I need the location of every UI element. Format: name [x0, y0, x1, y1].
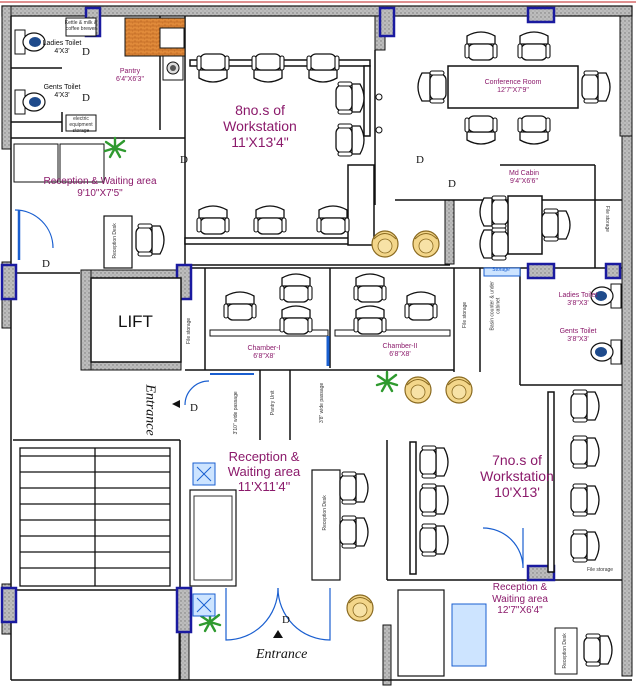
file-storage-label-4: File storage: [586, 567, 614, 573]
reception-desk-label-2: Reception Desk: [322, 495, 329, 531]
conference-room-size: 12'7"X7'9": [497, 87, 529, 95]
label-md-cabin: Md Cabin 9'4"X6'6": [496, 170, 552, 186]
label-chamber-2: Chamber-II 6'8"X8': [372, 343, 428, 359]
workstation-7-size: 10'X13': [494, 484, 540, 501]
gents-toilet-top-size: 4'X3': [54, 92, 70, 100]
ladies-toilet-top-size: 4'X3': [54, 48, 70, 56]
label-workstation-7: 7no.s of Workstation 10'X13': [462, 452, 572, 500]
pantry-unit-label: Pantry Unit: [270, 390, 277, 416]
ladies-toilet-top-name: Ladies Toilet: [42, 40, 82, 47]
label-reception-mid: Reception & Waiting area 11'X11'4": [214, 449, 314, 495]
label-gents-toilet-top: Gents Toilet 4'X3': [42, 84, 82, 100]
chamber-1-name: Chamber-I: [247, 345, 281, 352]
reception-mid-name: Reception & Waiting area: [227, 449, 301, 479]
reception-bottom-size: 12'7"X6'4": [497, 605, 543, 616]
gents-toilet-right-size: 3'8"X3': [567, 336, 589, 344]
label-ladies-toilet-right: Ladies Toilet 3'8"X3': [556, 292, 600, 308]
reception-top-name: Reception & Waiting area: [43, 176, 157, 187]
chamber-1-size: 6'8"X8': [253, 353, 275, 361]
label-conference-room: Conference Room 12'7"X7'9": [468, 79, 558, 95]
door-label-5: D: [448, 178, 456, 190]
conference-room-name: Conference Room: [484, 79, 542, 86]
reception-bottom-name: Reception & Waiting area: [492, 582, 548, 605]
chamber-2-size: 6'8"X8': [389, 351, 411, 359]
door-label-3: D: [180, 154, 188, 166]
lift-label: LIFT: [118, 312, 153, 331]
door-label-6: D: [42, 258, 50, 270]
pantry-size: 6'4"X6'3": [116, 76, 144, 84]
label-reception-top: Reception & Waiting area 9'10"X7'5": [40, 176, 160, 199]
md-cabin-size: 9'4"X6'6": [510, 178, 538, 186]
electric-note: electric equipment storage: [69, 116, 93, 134]
pantry-note: Kettle & milk & coffee brewer: [64, 20, 98, 32]
md-cabin-name: Md Cabin: [509, 170, 539, 177]
passage-2-label: 3'8" wide passage: [319, 382, 326, 424]
door-label-1: D: [82, 46, 90, 58]
label-pantry: Pantry 6'4"X6'3": [102, 68, 158, 84]
workstation-8-name: 8no.s of Workstation: [223, 102, 297, 135]
gents-toilet-top-name: Gents Toilet: [43, 84, 81, 91]
gents-toilet-right-name: Gents Toilet: [559, 328, 597, 335]
basin-counter-label: Basin counter & under cabinet: [489, 281, 501, 331]
chamber-2-name: Chamber-II: [382, 343, 418, 350]
label-ladies-toilet-top: Ladies Toilet 4'X3': [42, 40, 82, 56]
reception-desk-label-1: Reception Desk: [112, 223, 119, 259]
passage-1-label: 3'10" wide passage: [233, 391, 240, 435]
entrance-side-label: Entrance: [142, 384, 158, 436]
file-storage-label-2: File storage: [462, 301, 469, 328]
label-gents-toilet-right: Gents Toilet 3'8"X3': [556, 328, 600, 344]
ladies-toilet-right-size: 3'8"X3': [567, 300, 589, 308]
label-workstation-8: 8no.s of Workstation 11'X13'4": [205, 102, 315, 150]
label-reception-bottom: Reception & Waiting area 12'7"X6'4": [484, 582, 556, 617]
storage-label: Storage: [492, 267, 510, 273]
door-label-7: D: [190, 402, 198, 414]
file-storage-label-1: File storage: [186, 317, 193, 344]
file-storage-label-3: File storage: [603, 205, 610, 232]
door-label-4: D: [416, 154, 424, 166]
reception-top-size: 9'10"X7'5": [77, 187, 123, 199]
workstation-8-size: 11'X13'4": [231, 134, 289, 151]
label-chamber-1: Chamber-I 6'8"X8': [236, 345, 292, 361]
reception-desk-label-3: Reception Desk: [562, 633, 569, 669]
ladies-toilet-right-name: Ladies Toilet: [558, 292, 598, 299]
reception-mid-size: 11'X11'4": [237, 478, 291, 494]
entrance-bottom-label: Entrance: [256, 647, 308, 662]
pantry-name: Pantry: [119, 68, 141, 75]
door-label-8: D: [282, 614, 290, 626]
door-label-2: D: [82, 92, 90, 104]
workstation-7-name: 7no.s of Workstation: [480, 452, 554, 485]
